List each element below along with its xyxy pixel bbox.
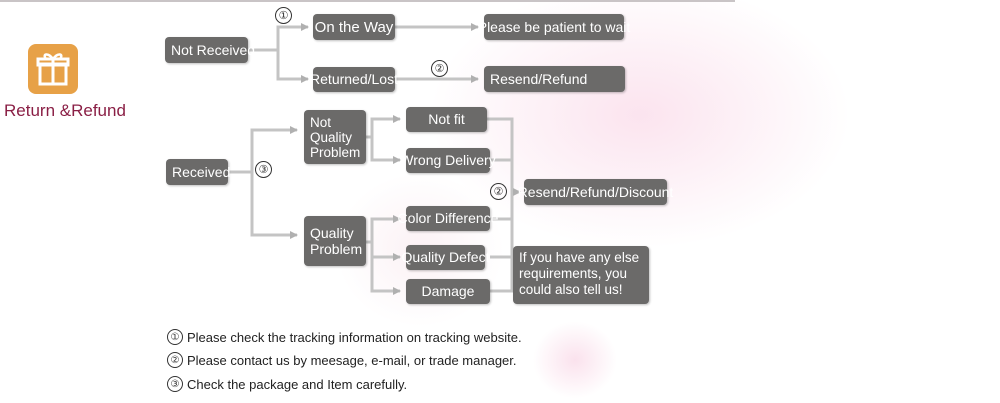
note-one-marker: ① <box>167 329 183 345</box>
node-quality-defect: Quality Defect <box>402 245 489 270</box>
note-one: ① Please check the tracking information … <box>167 329 522 345</box>
gift-icon <box>28 44 78 94</box>
node-returned-lost: Returned/Lost <box>310 67 398 92</box>
note-two-marker: ② <box>167 352 183 368</box>
node-please-wait: Please be patient to wait <box>478 14 630 40</box>
node-else-requirements: If you have any else requirements, you c… <box>513 246 649 304</box>
brand-title: Return &Refund <box>4 101 126 120</box>
node-not-quality-problem: Not Quality Problem <box>304 110 366 164</box>
node-not-received: Not Received <box>165 37 255 63</box>
marker-two-mid: ② <box>490 183 507 200</box>
node-not-fit: Not fit <box>406 107 487 132</box>
marker-three: ③ <box>255 161 272 178</box>
note-three-marker: ③ <box>167 376 183 392</box>
note-two-text: Please contact us by meesage, e-mail, or… <box>187 352 517 368</box>
marker-one: ① <box>275 7 292 24</box>
node-received: Received <box>166 159 230 185</box>
note-three-text: Check the package and Item carefully. <box>187 376 408 392</box>
node-resend-refund-discount: Resend/Refund/Discount <box>518 179 673 205</box>
node-resend-refund: Resend/Refund <box>484 66 625 92</box>
node-on-the-way: On the Way <box>313 14 395 40</box>
note-one-text: Please check the tracking information on… <box>187 329 522 345</box>
node-quality-problem: Quality Problem <box>304 216 366 266</box>
node-damage: Damage <box>406 279 490 304</box>
node-color-difference: Color Difference <box>398 206 498 231</box>
node-wrong-delivery: Wrong Delivery <box>400 148 496 173</box>
note-three: ③ Check the package and Item carefully. <box>167 376 407 392</box>
note-two: ② Please contact us by meesage, e-mail, … <box>167 352 517 368</box>
marker-two-top: ② <box>431 60 448 77</box>
top-divider <box>0 0 735 2</box>
